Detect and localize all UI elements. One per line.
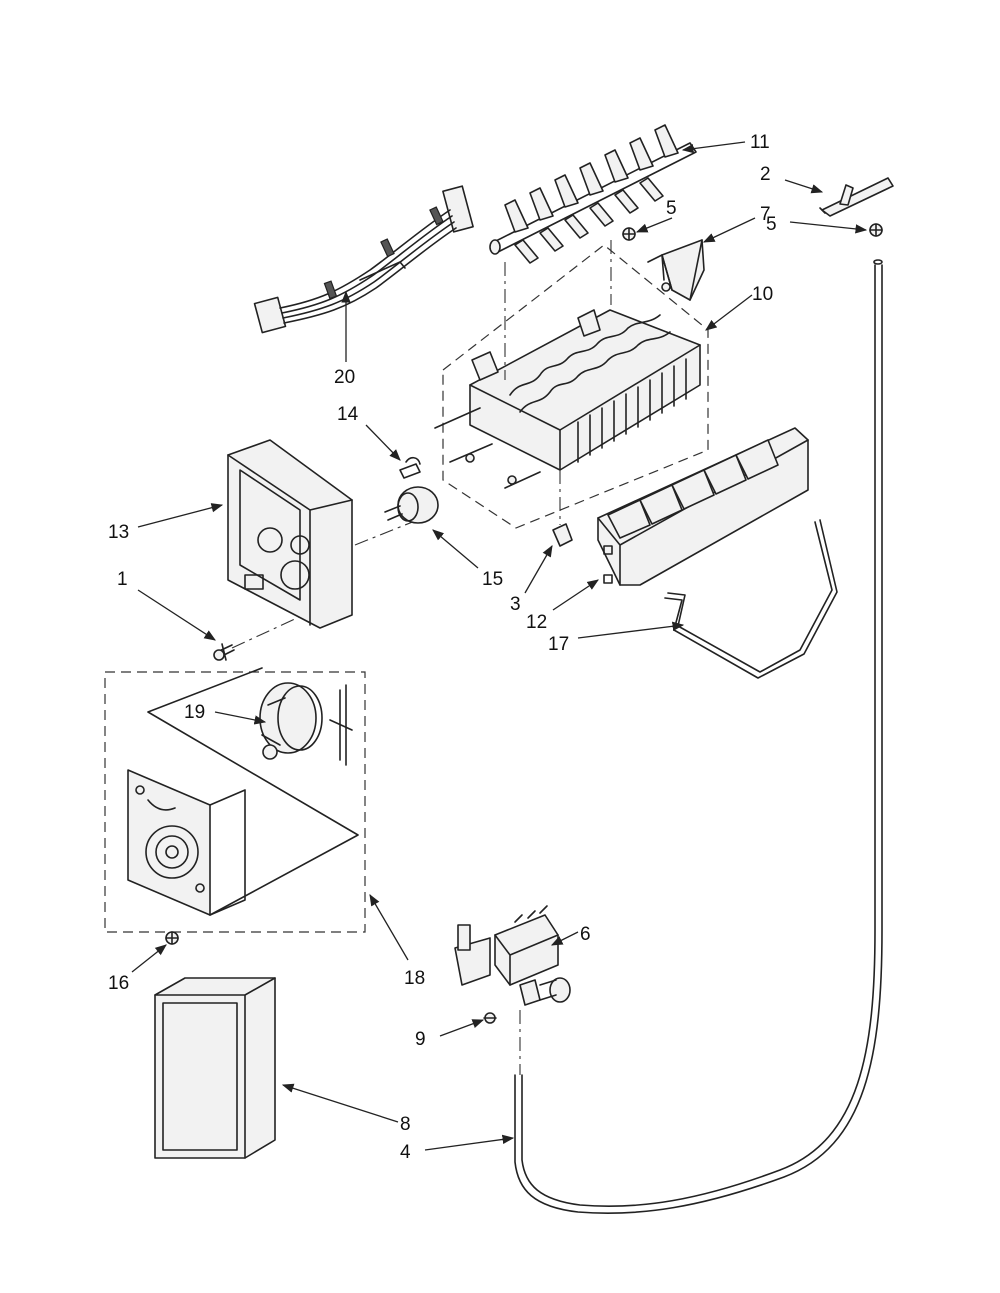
ice-mold — [434, 309, 701, 489]
callout-13: 13 — [108, 522, 129, 543]
callout-1: 1 — [117, 569, 128, 590]
mold-clip — [552, 523, 573, 547]
screw-right — [869, 223, 883, 237]
fill-cup — [647, 239, 705, 301]
callout-6: 6 — [580, 924, 591, 945]
motor-module — [127, 667, 359, 916]
control-housing — [227, 439, 353, 629]
wire-harness — [253, 185, 474, 334]
leader-17 — [577, 621, 685, 639]
water-valve — [454, 905, 571, 1006]
callout-5-upper: 5 — [666, 198, 677, 219]
leader-12 — [552, 579, 599, 611]
leader-14 — [365, 424, 401, 461]
callout-12: 12 — [526, 612, 547, 633]
callout-18: 18 — [404, 968, 425, 989]
valve-screw — [483, 1012, 497, 1024]
callout-3: 3 — [510, 594, 521, 615]
leader-4 — [424, 1134, 515, 1151]
screw-left — [622, 227, 636, 241]
cover-box — [154, 977, 276, 1159]
leader-18 — [369, 893, 409, 961]
callout-14: 14 — [337, 404, 359, 425]
ejector-shaft — [489, 124, 697, 264]
leader-11 — [681, 141, 746, 154]
housing-screw — [213, 643, 235, 661]
thermostat — [384, 486, 439, 524]
callout-5-right: 5 — [766, 214, 777, 235]
callout-11: 11 — [750, 132, 770, 153]
mold-assembly-outline — [442, 244, 709, 529]
leader-2 — [784, 179, 824, 194]
leader-10 — [705, 294, 753, 331]
leader-19 — [214, 711, 267, 725]
module-screw — [165, 931, 179, 945]
callout-8: 8 — [400, 1114, 411, 1135]
leader-5b — [789, 221, 868, 234]
leader-6 — [550, 931, 579, 946]
callout-16: 16 — [108, 973, 129, 994]
callout-10: 10 — [752, 284, 773, 305]
motor-module-outline — [104, 671, 366, 933]
callout-19: 19 — [184, 702, 205, 723]
callout-15: 15 — [482, 569, 503, 590]
callout-9: 9 — [415, 1029, 426, 1050]
ice-stripper — [597, 427, 809, 586]
shutoff-arm — [664, 519, 838, 679]
thermostat-clip — [399, 456, 421, 479]
leader-15 — [432, 529, 479, 569]
leader-1 — [137, 589, 216, 641]
callout-17: 17 — [548, 634, 569, 655]
callout-20: 20 — [334, 367, 355, 388]
leader-13 — [137, 503, 224, 528]
callout-7: 7 — [760, 204, 771, 225]
water-tube — [514, 259, 883, 1214]
leader-5a — [635, 217, 673, 233]
leader-3 — [524, 544, 553, 594]
leader-16 — [131, 944, 167, 973]
mounting-bracket — [819, 177, 894, 217]
callout-4: 4 — [400, 1142, 411, 1163]
callout-2: 2 — [760, 164, 771, 185]
motor — [259, 682, 353, 766]
leader-7 — [702, 217, 756, 243]
leader-8 — [281, 1083, 399, 1123]
leader-9 — [439, 1019, 485, 1037]
